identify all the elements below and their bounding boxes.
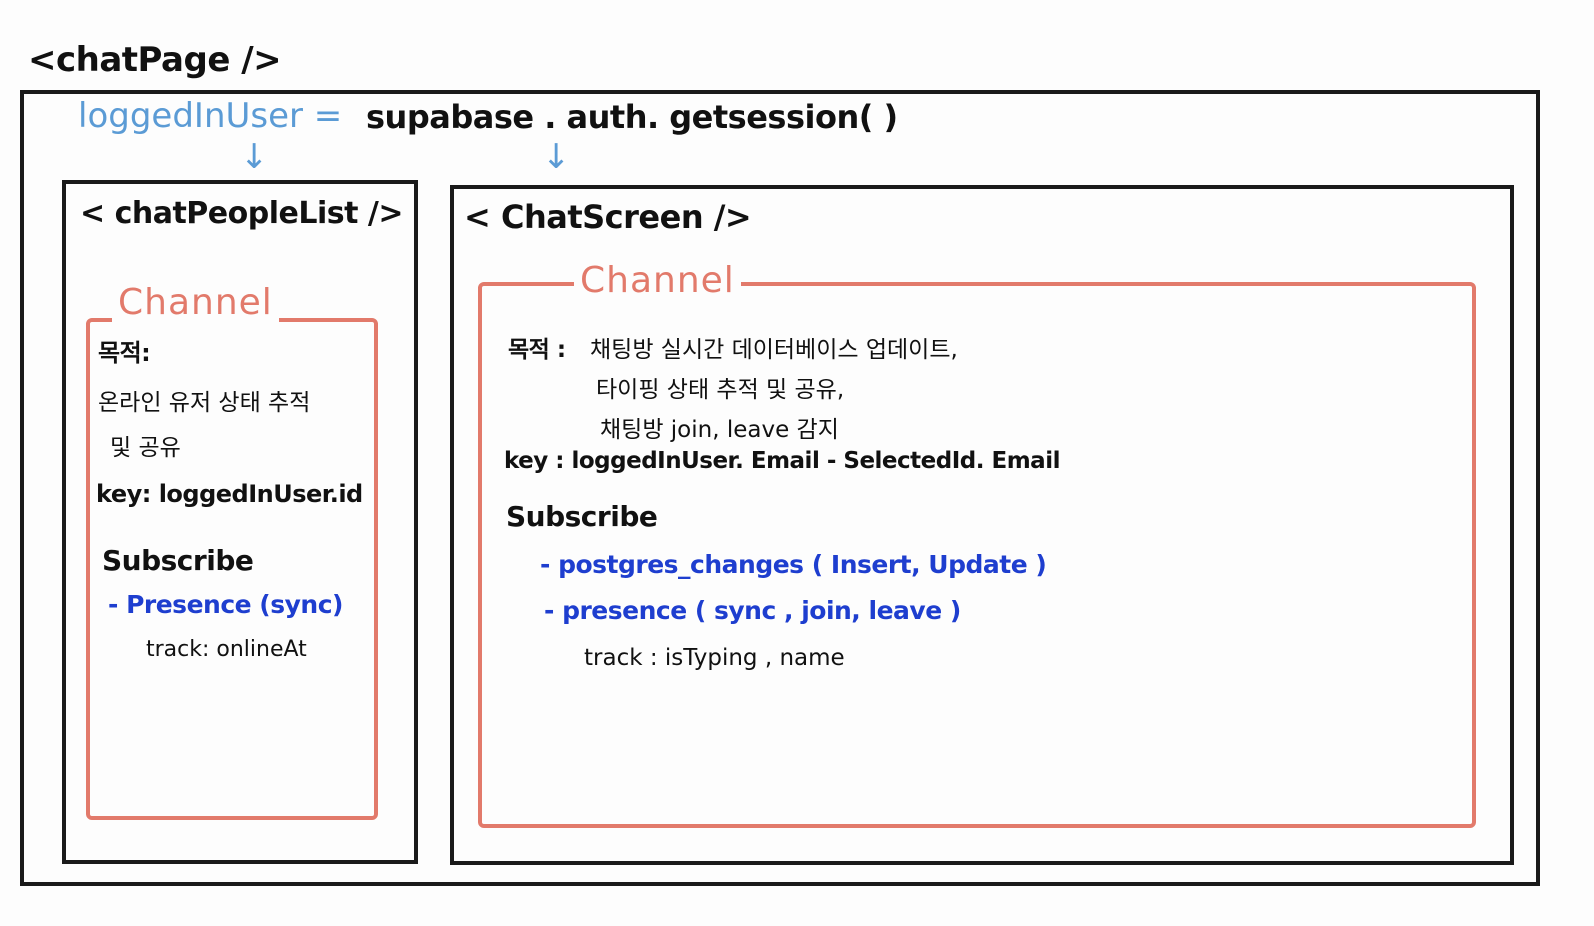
postgres-changes-event: - postgres_changes ( Insert, Update ) <box>540 550 1047 579</box>
presence-event-left: - Presence (sync) <box>108 590 343 619</box>
page-title: <chatPage /> <box>28 40 282 80</box>
logged-in-user-variable: loggedInUser = <box>78 96 343 136</box>
purpose-line-right-1: 채팅방 실시간 데이터베이스 업데이트, <box>590 337 958 363</box>
subscribe-label-right: Subscribe <box>506 500 658 533</box>
purpose-line-left-2: 및 공유 <box>110 435 181 461</box>
chat-page-box <box>20 90 1540 886</box>
purpose-line-right-3: 채팅방 join, leave 감지 <box>600 417 839 443</box>
chat-people-list-box <box>62 180 418 864</box>
get-session-expression: supabase . auth. getsession( ) <box>366 98 898 136</box>
key-left: key: loggedInUser.id <box>96 480 363 508</box>
purpose-line-left-1: 온라인 유저 상태 추적 <box>98 390 311 416</box>
purpose-label-right: 목적 : <box>508 337 566 363</box>
purpose-label-left: 목적: <box>98 339 151 367</box>
key-right: key : loggedInUser. Email - SelectedId. … <box>504 448 1060 474</box>
down-arrow-icon: ↓ <box>240 137 269 177</box>
channel-label-right: Channel <box>574 260 741 301</box>
chat-people-list-title: < chatPeopleList /> <box>80 196 404 231</box>
presence-event-right: - presence ( sync , join, leave ) <box>544 596 961 625</box>
track-left: track: onlineAt <box>146 637 307 662</box>
down-arrow-icon: ↓ <box>542 137 571 177</box>
channel-box-right <box>478 282 1476 828</box>
subscribe-label-left: Subscribe <box>102 544 254 577</box>
channel-label-left: Channel <box>112 282 279 323</box>
chat-screen-title: < ChatScreen /> <box>464 198 752 236</box>
track-right: track : isTyping , name <box>584 645 845 671</box>
purpose-line-right-2: 타이핑 상태 추적 및 공유, <box>596 377 845 403</box>
chat-screen-box <box>450 185 1514 865</box>
